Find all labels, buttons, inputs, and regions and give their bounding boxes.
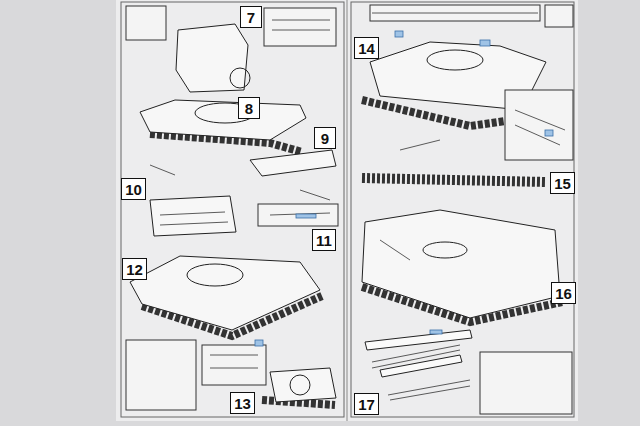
gun-barrel (380, 355, 462, 377)
highlight-part (255, 31, 553, 346)
step-number: 13 (234, 396, 251, 411)
highlight-part (480, 40, 490, 46)
inset-box (126, 5, 573, 414)
step-number: 12 (126, 262, 143, 277)
paper (121, 2, 344, 417)
step-number-box: 8 (238, 97, 260, 119)
track-belt (362, 178, 546, 182)
inset-box (264, 8, 336, 46)
hull-drawing (176, 24, 248, 92)
step-number-box: 17 (354, 393, 379, 415)
inset-box (505, 90, 573, 160)
step-number-box: 13 (230, 392, 255, 414)
inset-box (545, 5, 573, 27)
hull-drawing (140, 100, 306, 140)
part-lines (160, 212, 228, 225)
inset-box (370, 5, 540, 21)
highlight-part (296, 214, 316, 218)
paper (346, 0, 348, 421)
step-number-box: 15 (550, 172, 575, 194)
inset-box (202, 345, 266, 385)
step-number: 8 (245, 101, 253, 116)
highlight-part (395, 31, 403, 37)
step-number: 14 (358, 41, 375, 56)
step-number: 17 (358, 397, 375, 412)
step-number: 7 (247, 10, 255, 25)
step-number-box: 14 (354, 37, 379, 59)
step-number-box: 11 (312, 229, 336, 251)
step-number-box: 12 (122, 258, 147, 280)
highlight-part (545, 130, 553, 136)
highlight-part (430, 330, 442, 334)
hull-drawing (270, 368, 336, 402)
inset-box (126, 340, 196, 410)
turret-ring (290, 375, 310, 395)
part-lines (272, 20, 330, 30)
hull-drawing (362, 210, 560, 318)
paper (116, 0, 578, 421)
step-number: 16 (555, 286, 572, 301)
gun-barrel (365, 330, 472, 377)
step-number-box: 7 (240, 6, 262, 28)
turret-ring (187, 264, 243, 286)
hull-drawing (150, 196, 236, 236)
part-lines (372, 13, 538, 14)
gun-barrel (365, 330, 472, 350)
part-lines (210, 355, 258, 368)
turret-ring (427, 50, 483, 70)
step-number-box: 16 (551, 282, 576, 304)
highlight-part (255, 340, 263, 346)
inset-box (480, 352, 572, 414)
inset-box (258, 204, 338, 226)
step-number: 10 (125, 182, 142, 197)
part-lines (380, 140, 440, 260)
step-number: 15 (554, 176, 571, 191)
step-number-box: 9 (314, 127, 336, 149)
part-lines (515, 110, 565, 145)
turret-ring (423, 242, 467, 258)
part-lines (150, 13, 565, 400)
turret-ring (187, 50, 555, 399)
step-number: 11 (316, 233, 332, 248)
inset-box (126, 6, 166, 40)
step-number-box: 10 (121, 178, 146, 200)
paper (116, 0, 578, 421)
part-lines (388, 380, 470, 400)
part-lines (150, 165, 330, 200)
turret-ring (230, 68, 250, 88)
hull-drawing (250, 150, 336, 176)
hull-drawing (130, 256, 320, 330)
paper (351, 2, 574, 417)
step-number: 9 (321, 131, 329, 146)
